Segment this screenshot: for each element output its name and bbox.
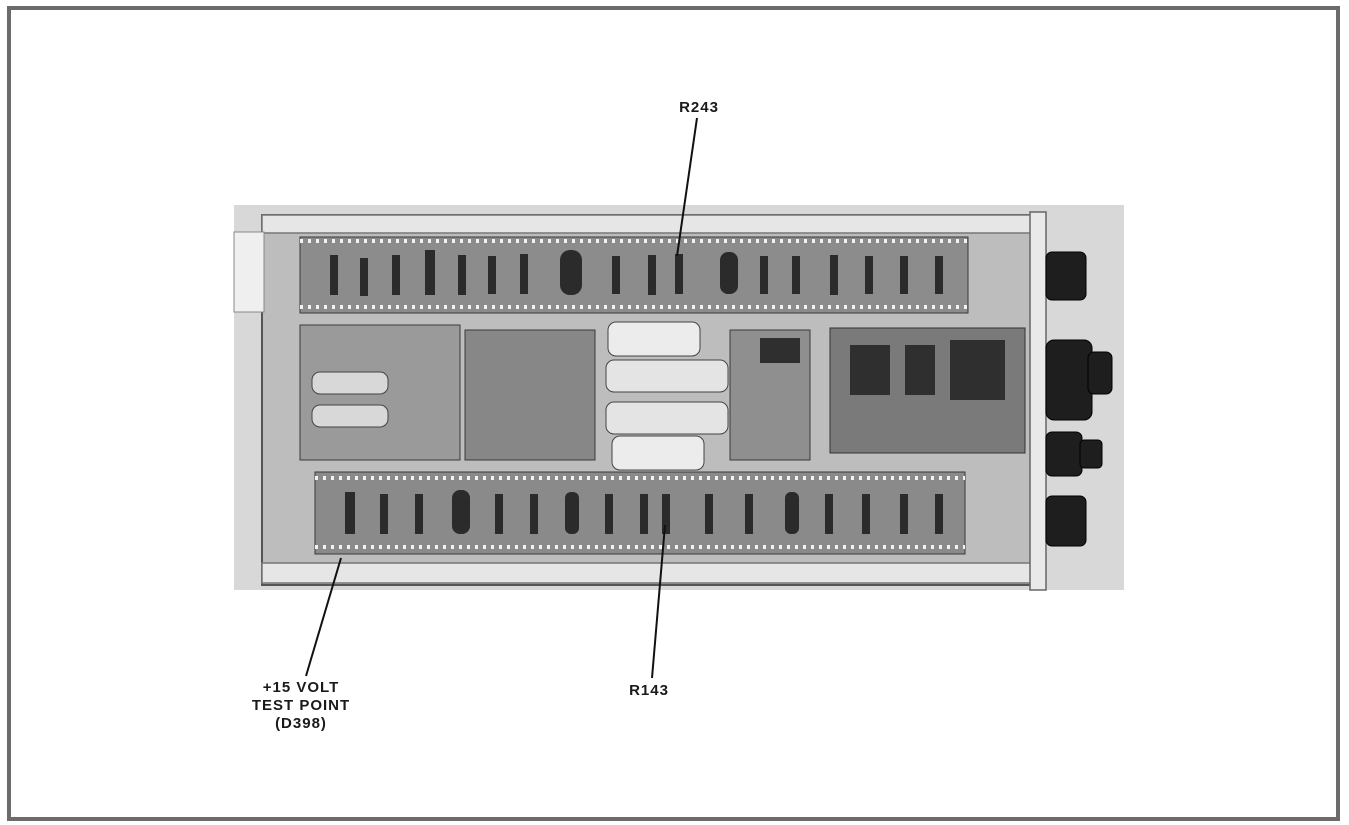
callout-test-point: +15 VOLT TEST POINT (D398) xyxy=(226,679,376,733)
knob xyxy=(1087,351,1113,395)
callout-r243: R243 xyxy=(679,99,719,116)
capacitor xyxy=(311,404,389,428)
top-circuit-board xyxy=(299,236,969,314)
callout-test-point-line1: +15 VOLT xyxy=(262,679,340,696)
callout-test-point-line2: TEST POINT xyxy=(251,697,351,714)
switch-components xyxy=(760,338,1005,400)
capacitor xyxy=(611,435,705,471)
rear-connector xyxy=(233,231,265,313)
knob xyxy=(1045,431,1083,477)
front-panel xyxy=(1029,211,1047,591)
capacitor xyxy=(311,371,389,395)
figure-frame xyxy=(7,6,1340,821)
leader-line-r243 xyxy=(676,117,698,257)
knob xyxy=(1045,251,1087,301)
mid-board-center xyxy=(464,329,596,461)
callout-r143: R143 xyxy=(629,682,669,699)
front-knobs xyxy=(1045,251,1113,547)
bottom-board-components xyxy=(345,490,943,534)
chassis-top-rail xyxy=(261,214,1041,234)
knob xyxy=(1045,495,1087,547)
top-board-components xyxy=(330,250,943,296)
knob xyxy=(1079,439,1103,469)
knob xyxy=(1045,339,1093,421)
chassis-bottom-rail xyxy=(261,562,1041,584)
capacitor xyxy=(605,359,729,393)
capacitor xyxy=(605,401,729,435)
leader-line-r143 xyxy=(651,524,666,679)
callout-test-point-line3: (D398) xyxy=(275,715,327,732)
capacitor xyxy=(607,321,701,357)
leader-line-test-point xyxy=(305,557,342,677)
